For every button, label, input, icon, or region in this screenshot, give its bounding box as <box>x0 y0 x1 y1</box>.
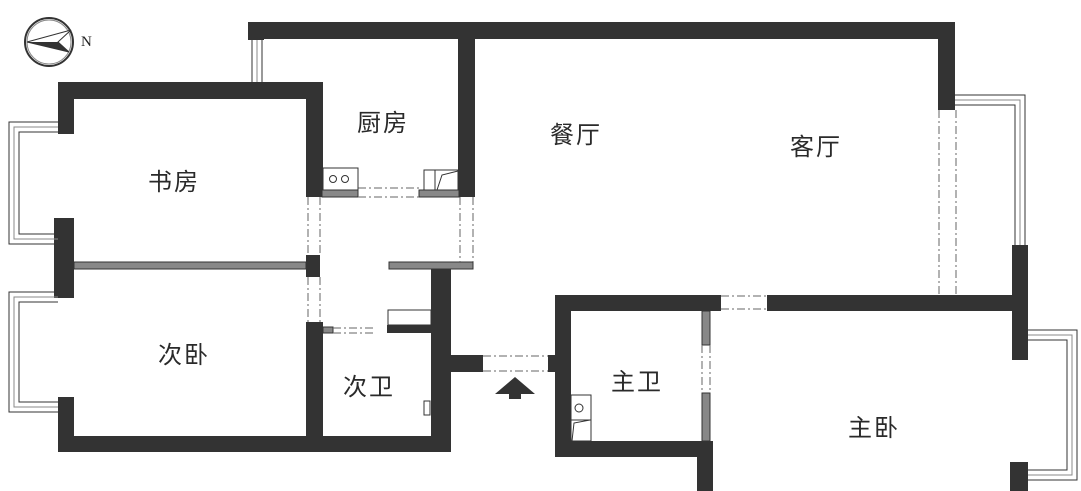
fixtures <box>322 167 592 442</box>
stove-icon <box>322 167 359 191</box>
room-label-dining: 餐厅 <box>550 121 602 149</box>
room-label-kitchen: 厨房 <box>357 109 409 137</box>
windows <box>8 40 1078 481</box>
compass-north-icon <box>24 17 74 67</box>
room-label-second-bathroom: 次卫 <box>343 373 395 401</box>
room-label-living: 客厅 <box>790 133 842 161</box>
compass-label: N <box>81 34 92 50</box>
entrance-arrow-icon <box>495 377 535 399</box>
room-label-second-bedroom: 次卧 <box>158 341 210 369</box>
room-label-master-bathroom: 主卫 <box>611 368 663 396</box>
walls <box>54 22 1028 491</box>
room-label-study: 书房 <box>148 168 200 196</box>
door-openings <box>307 110 957 393</box>
towel-rack-icon <box>423 400 431 416</box>
room-label-master-bedroom: 主卧 <box>848 414 900 442</box>
